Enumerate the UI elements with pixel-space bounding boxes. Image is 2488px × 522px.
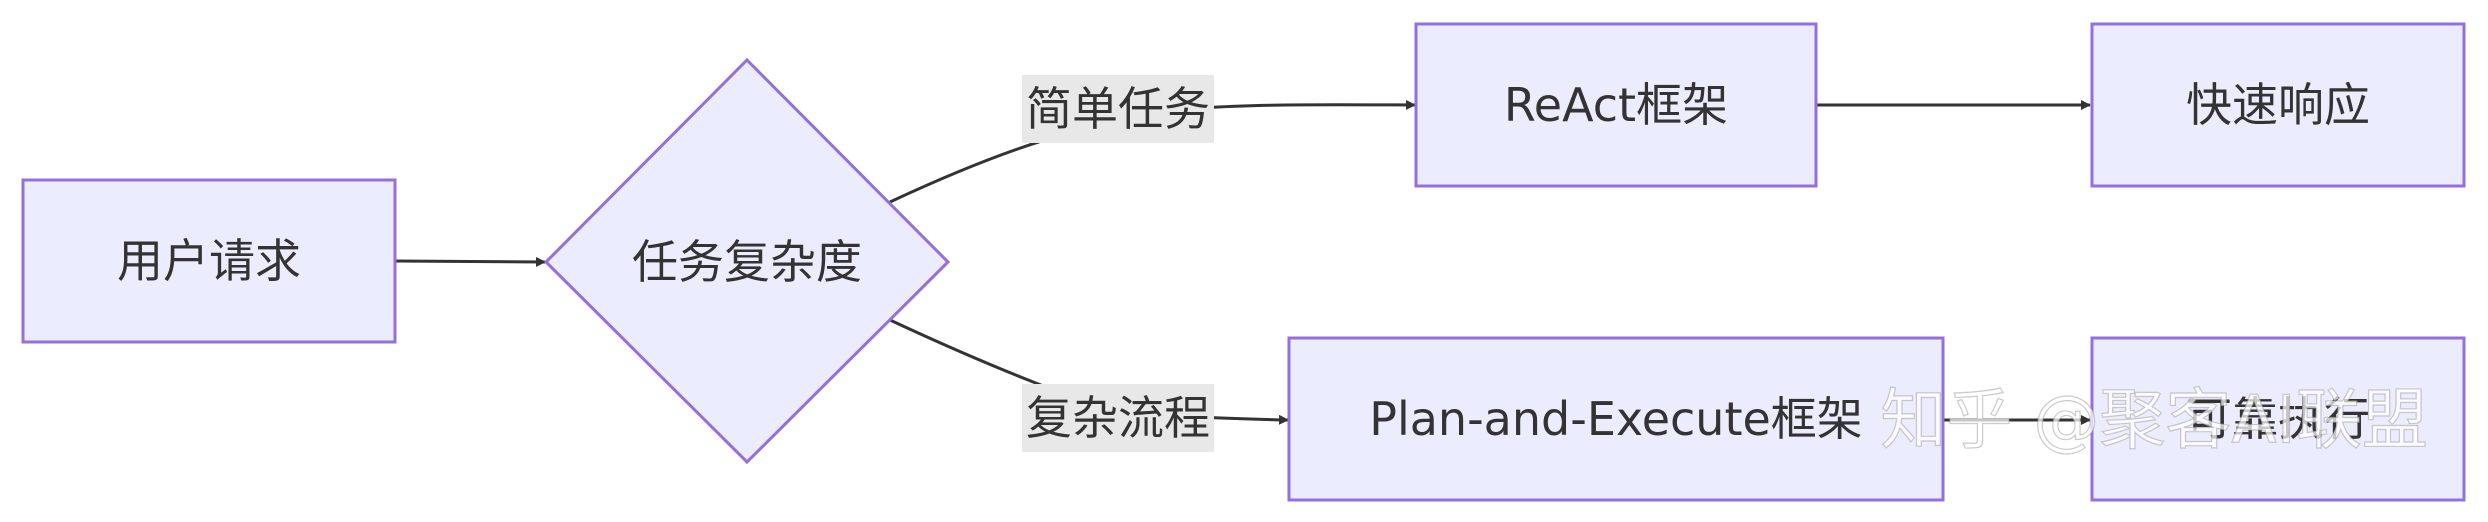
node-user-request: 用户请求: [21, 178, 397, 344]
watermark-text: 知乎 @聚客AI联盟: [1880, 382, 2428, 459]
node-plan-execute: Plan-and-Execute框架: [1287, 336, 1945, 502]
edge-label-simple-task: 简单任务: [1022, 75, 1214, 143]
node-reliable-execution-label: 可靠执行: [2186, 392, 2370, 446]
edge-label-complex-flow-text: 复杂流程: [1026, 391, 1210, 445]
edge-label-complex-flow: 复杂流程: [1022, 384, 1214, 452]
node-react-label: ReAct框架: [1504, 78, 1728, 132]
edge-request-to-complexity: [394, 256, 546, 267]
node-react: ReAct框架: [1414, 22, 1818, 188]
node-fast-response: 快速响应: [2090, 22, 2466, 188]
node-task-complexity-label: 任务复杂度: [632, 235, 862, 289]
node-fast-response-label: 快速响应: [2186, 78, 2370, 132]
edge-label-simple-task-text: 简单任务: [1026, 82, 1210, 136]
node-task-complexity: 任务复杂度: [543, 57, 951, 465]
node-plan-execute-label: Plan-and-Execute框架: [1369, 392, 1863, 446]
node-user-request-label: 用户请求: [117, 234, 301, 288]
node-reliable-execution: 可靠执行: [2090, 336, 2466, 502]
